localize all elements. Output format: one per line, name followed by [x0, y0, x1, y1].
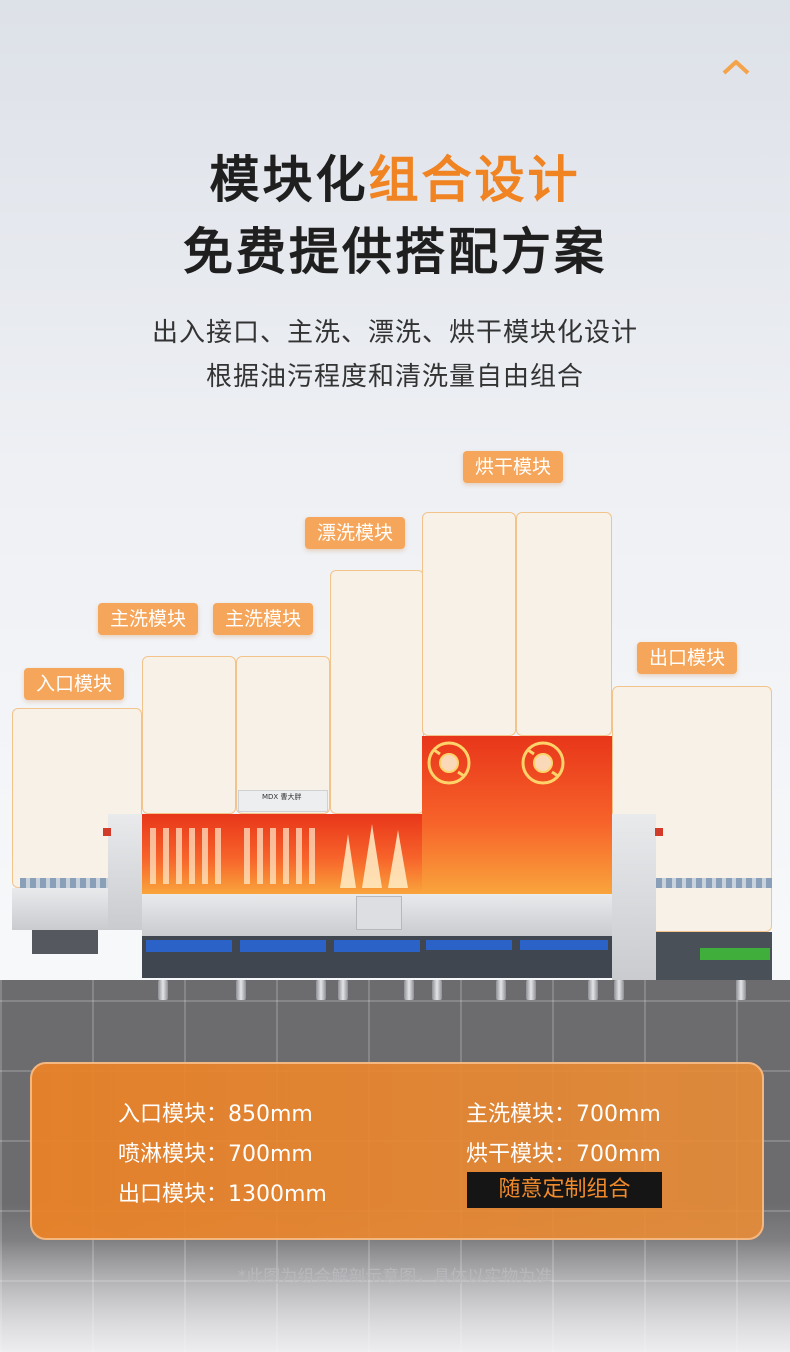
- tag-exit-module: 出口模块: [637, 642, 738, 674]
- spec-dry: 烘干模块：700mm: [466, 1142, 661, 1167]
- custom-combination-button[interactable]: 随意定制组合: [467, 1172, 662, 1208]
- tag-main-wash-module-2: 主洗模块: [213, 603, 314, 635]
- subtitle-line-2: 根据油污程度和清洗量自由组合: [205, 362, 584, 392]
- footnote: *此图为组合解剖示意图，具体以实物为准: [237, 1267, 553, 1287]
- chevron-up-icon: [722, 60, 750, 75]
- machine-brand-label: MDX 曹大胖: [262, 793, 302, 801]
- spec-panel: [30, 1062, 764, 1240]
- tag-entry-module: 入口模块: [24, 668, 125, 700]
- tag-main-wash-module-1: 主洗模块: [98, 603, 199, 635]
- spec-spray: 喷淋模块：700mm: [118, 1142, 313, 1167]
- headline-line-2: 免费提供搭配方案: [183, 223, 607, 281]
- tag-dry-module: 烘干模块: [463, 451, 564, 483]
- spec-main-wash: 主洗模块：700mm: [466, 1102, 661, 1127]
- subtitle-line-1: 出入接口、主洗、漂洗、烘干模块化设计: [151, 318, 638, 348]
- headline-line-1: 模块化组合设计: [0, 140, 790, 212]
- headline-plain: 模块化: [209, 151, 369, 209]
- spec-entry: 入口模块：850mm: [118, 1102, 313, 1127]
- fan-icon: [521, 741, 565, 785]
- headline-highlight: 组合设计: [368, 151, 581, 209]
- tag-rinse-module: 漂洗模块: [305, 517, 406, 549]
- fan-icon: [427, 741, 471, 785]
- spec-exit: 出口模块：1300mm: [118, 1182, 327, 1207]
- floor-fade: [0, 1240, 790, 1352]
